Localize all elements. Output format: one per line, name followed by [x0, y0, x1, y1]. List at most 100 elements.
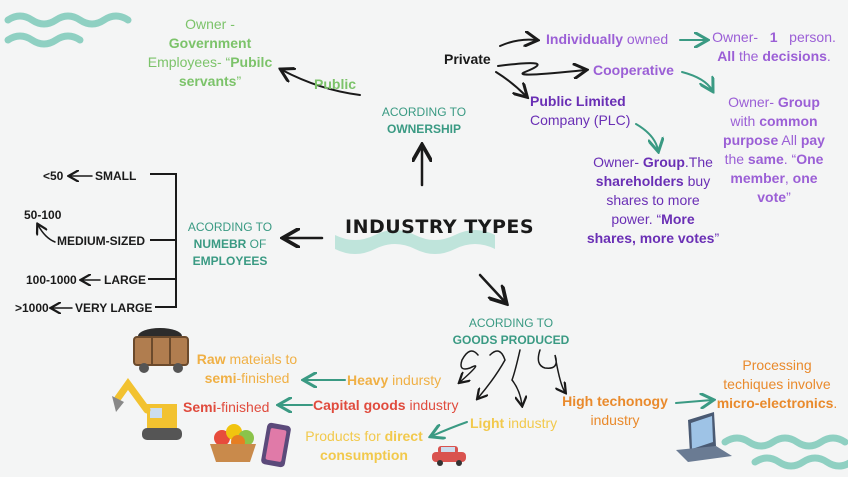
- individually-label: Individually: [546, 31, 624, 47]
- heavy-label: Heavy: [347, 372, 389, 388]
- coop-desc-quote: . “: [783, 151, 797, 167]
- plc-desc-group: Group: [642, 154, 685, 170]
- public-node: Public: [314, 76, 357, 92]
- coop-desc-same: same: [747, 151, 784, 167]
- public-desc-employees: Employees- “: [147, 54, 231, 70]
- employees-heading-of: OF: [246, 237, 267, 251]
- fruit-basket-illustration: [210, 424, 256, 462]
- range-medium: 50-100: [24, 208, 62, 222]
- individual-desc-number: 1: [769, 29, 778, 45]
- capital-industry-label: industry: [405, 397, 459, 413]
- individual-description: Owner- 1 person. All the decisions.: [708, 28, 840, 66]
- coop-desc-owner: Owner-: [728, 94, 778, 110]
- individual-desc-person: person.: [789, 29, 836, 45]
- coop-desc-the: the: [724, 151, 748, 167]
- high-tech-node: High techonogy industry: [558, 392, 672, 430]
- light-label: Light: [470, 415, 505, 431]
- capital-description: Semi-finished: [183, 398, 269, 417]
- wave-bottom-right: [721, 434, 848, 470]
- capital-desc-finished: -finished: [216, 399, 270, 415]
- heavy-industry-label: indursty: [388, 372, 442, 388]
- ownership-desc-arrows: [635, 40, 712, 150]
- high-desc-micro: micro-electronics: [716, 395, 834, 411]
- plc-desc-shareholders: shareholders: [595, 173, 684, 189]
- high-tech-description: Processing techiques involve micro-elect…: [712, 356, 842, 413]
- plc-desc-the: .The: [684, 154, 713, 170]
- ownership-heading-line2: OWNERSHIP: [386, 122, 461, 136]
- coop-desc-endquote: ”: [786, 189, 791, 205]
- employees-heading: ACORDING TO NUMEBR OF EMPLOYEES: [182, 219, 278, 270]
- heavy-desc-finished: -finished: [236, 370, 290, 386]
- individual-desc-all: All: [717, 48, 736, 64]
- ownership-arrows: [282, 40, 585, 96]
- public-description: Owner - Government Employees- “Pubilc se…: [140, 15, 280, 91]
- plc-line1: Public Limited: [530, 93, 626, 109]
- cooperative-description: Owner- Group with common purpose All pay…: [714, 93, 834, 207]
- heavy-desc-materials: mateials to: [225, 351, 298, 367]
- capital-goods-node: Capital goods industry: [313, 396, 458, 415]
- plc-description: Owner- Group.The shareholders buy shares…: [586, 153, 720, 248]
- coop-desc-one-member: One member: [730, 151, 824, 186]
- high-desc-techniques: techiques involve: [723, 376, 831, 392]
- car-illustration: [432, 446, 466, 466]
- excavator-illustration: [112, 378, 182, 440]
- heavy-desc-raw: Raw: [196, 351, 226, 367]
- high-tech-industry-label: industry: [590, 412, 640, 428]
- coop-desc-with: with: [730, 113, 760, 129]
- light-industry-node: Light industry: [470, 414, 557, 433]
- title-wave: [335, 230, 495, 254]
- employees-heading-numebr: NUMEBR: [193, 237, 247, 251]
- public-desc-owner: Owner -: [185, 16, 235, 32]
- light-desc-products: Products for: [305, 428, 385, 444]
- public-desc-employees-line: Employees- “Pubilc servants”: [140, 53, 280, 91]
- plc-desc-buy: buy shares to more power. “: [606, 173, 711, 227]
- plc-desc-endquote: ”: [714, 230, 720, 246]
- plc-desc-owner: Owner-: [593, 154, 643, 170]
- high-desc-processing: Processing: [742, 357, 812, 373]
- private-node: Private: [444, 51, 491, 67]
- goods-heading: ACORDING TO GOODS PRODUCED: [448, 315, 574, 349]
- size-large: LARGE: [104, 273, 146, 287]
- employee-small-arrows: [38, 176, 101, 308]
- coop-desc-group: Group: [777, 94, 820, 110]
- wave-top-left: [4, 12, 132, 48]
- capital-desc-semi: Semi: [183, 399, 217, 415]
- coop-desc-pay: pay: [800, 132, 825, 148]
- high-desc-period: .: [833, 395, 838, 411]
- range-very-large: >1000: [15, 301, 49, 315]
- range-small: <50: [43, 169, 64, 183]
- employees-heading-line1: ACORDING TO: [187, 220, 273, 234]
- owned-label: owned: [623, 31, 669, 47]
- coop-desc-one-vote: one vote: [757, 170, 818, 205]
- size-very-large: VERY LARGE: [75, 301, 153, 315]
- light-desc-direct: direct: [384, 428, 423, 444]
- heavy-industry-node: Heavy indursty: [347, 371, 441, 390]
- light-industry-label: industry: [504, 415, 558, 431]
- phone-illustration: [261, 422, 291, 468]
- public-desc-government: Government: [168, 35, 252, 51]
- individually-owned-node: Individually owned: [546, 30, 668, 49]
- page-title: INDUSTRY TYPES: [345, 216, 535, 238]
- individual-desc-the: the: [735, 48, 763, 64]
- ownership-heading-line1: ACORDING TO: [381, 105, 467, 119]
- public-desc-servants: Pubilc servants: [178, 54, 273, 89]
- size-small: SMALL: [95, 169, 137, 183]
- coal-cart-illustration: [133, 328, 189, 373]
- main-arrows: [285, 147, 505, 302]
- plc-node: Public Limited Company (PLC): [530, 92, 630, 130]
- plc-line2: Company (PLC): [530, 112, 631, 128]
- goods-squiggle-arrows: [460, 349, 565, 405]
- size-medium: MEDIUM-SIZED: [57, 234, 145, 248]
- heavy-description: Raw mateials to semi-finished: [186, 350, 308, 388]
- laptop-illustration: [676, 412, 732, 462]
- coop-desc-comma: ,: [784, 170, 793, 186]
- ownership-heading: ACORDING TO OWNERSHIP: [372, 104, 476, 138]
- coop-desc-common-purpose: common purpose: [723, 113, 818, 148]
- goods-heading-line2: GOODS PRODUCED: [452, 333, 570, 347]
- goods-heading-line1: ACORDING TO: [468, 316, 554, 330]
- high-tech-label: High techonogy: [562, 393, 668, 409]
- light-description: Products for direct consumption: [296, 427, 432, 465]
- individual-desc-decisions: decisions: [762, 48, 827, 64]
- capital-goods-label: Capital goods: [313, 397, 406, 413]
